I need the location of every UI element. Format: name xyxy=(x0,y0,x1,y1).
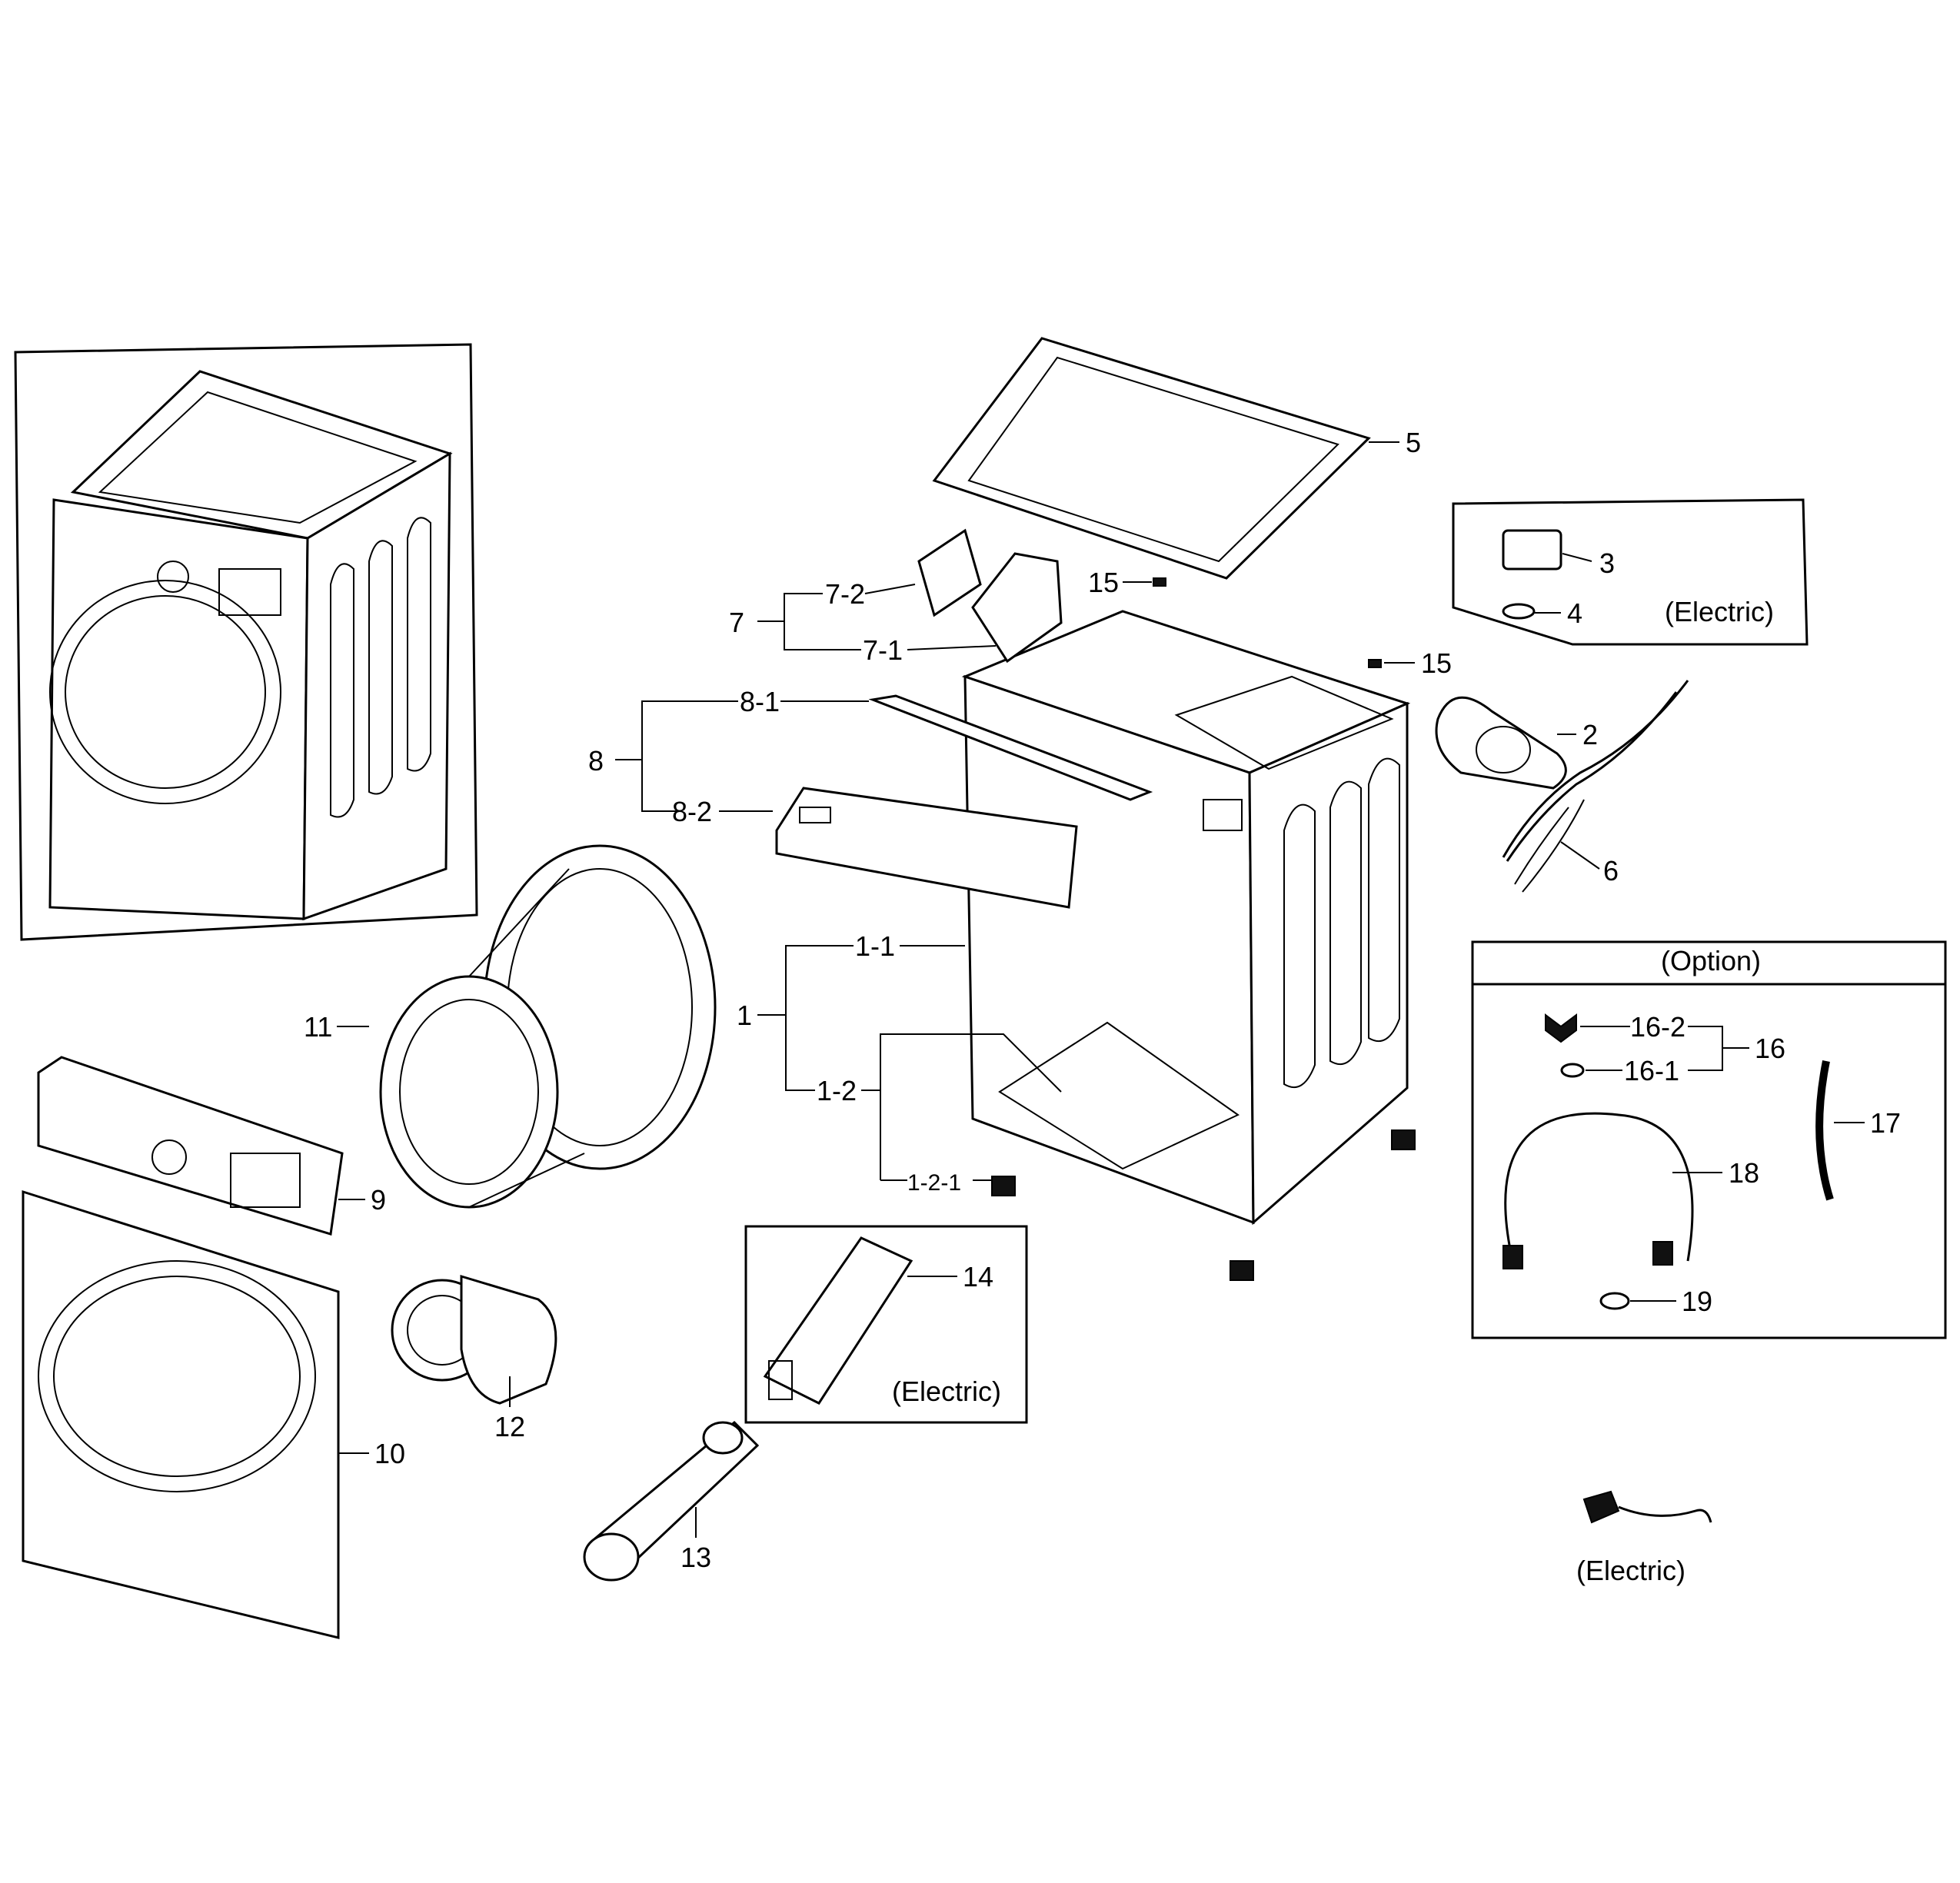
label-15b: 15 xyxy=(1421,647,1452,679)
label-14: 14 xyxy=(963,1261,993,1292)
label-9: 9 xyxy=(371,1184,386,1216)
label-19: 19 xyxy=(1682,1286,1712,1317)
label-8: 8 xyxy=(588,745,604,777)
part-12-blower xyxy=(391,1274,557,1405)
label-15a: 15 xyxy=(1088,567,1119,598)
label-6: 6 xyxy=(1603,855,1619,887)
label-1-2-1: 1-2-1 xyxy=(907,1170,961,1196)
label-4: 4 xyxy=(1567,597,1582,629)
part-8-bracket xyxy=(775,694,1153,909)
part-7-filter xyxy=(917,528,1063,664)
part-13-duct xyxy=(583,1420,760,1582)
label-2: 2 xyxy=(1582,719,1598,750)
assembled-dryer-inset xyxy=(14,343,478,941)
part-11-drum xyxy=(379,844,717,1209)
label-16: 16 xyxy=(1755,1033,1785,1064)
label-7: 7 xyxy=(729,607,744,638)
electric-inset-3-4 xyxy=(1452,498,1809,646)
label-1-1: 1-1 xyxy=(855,930,895,962)
part-2 xyxy=(1435,696,1567,790)
part-10-front-panel xyxy=(22,1189,340,1639)
label-1: 1 xyxy=(737,1000,752,1031)
electric-label-heater: (Electric) xyxy=(892,1376,1001,1407)
label-7-1: 7-1 xyxy=(863,634,903,666)
electric-inset-14 xyxy=(744,1225,1028,1424)
label-12: 12 xyxy=(494,1411,525,1442)
label-8-1: 8-1 xyxy=(740,686,780,717)
label-17: 17 xyxy=(1870,1107,1901,1139)
label-16-2: 16-2 xyxy=(1630,1011,1685,1043)
cabinet xyxy=(961,610,1416,1281)
label-13: 13 xyxy=(681,1542,711,1573)
label-7-2: 7-2 xyxy=(825,578,865,610)
option-label: (Option) xyxy=(1661,945,1761,976)
electric-label-cord: (Electric) xyxy=(1576,1555,1685,1586)
label-16-1: 16-1 xyxy=(1624,1055,1679,1086)
label-18: 18 xyxy=(1729,1157,1759,1189)
top-panel xyxy=(932,337,1371,580)
option-inset xyxy=(1471,940,1947,1339)
power-cord xyxy=(1582,1490,1712,1524)
part-6-harness xyxy=(1502,680,1689,893)
label-5: 5 xyxy=(1406,427,1421,458)
label-8-2: 8-2 xyxy=(672,796,712,827)
label-10: 10 xyxy=(374,1438,405,1469)
part-9-control-panel xyxy=(37,1056,344,1236)
label-3: 3 xyxy=(1599,547,1615,579)
electric-label-top: (Electric) xyxy=(1665,596,1774,627)
label-11: 11 xyxy=(304,1011,332,1043)
label-1-2: 1-2 xyxy=(817,1075,857,1106)
